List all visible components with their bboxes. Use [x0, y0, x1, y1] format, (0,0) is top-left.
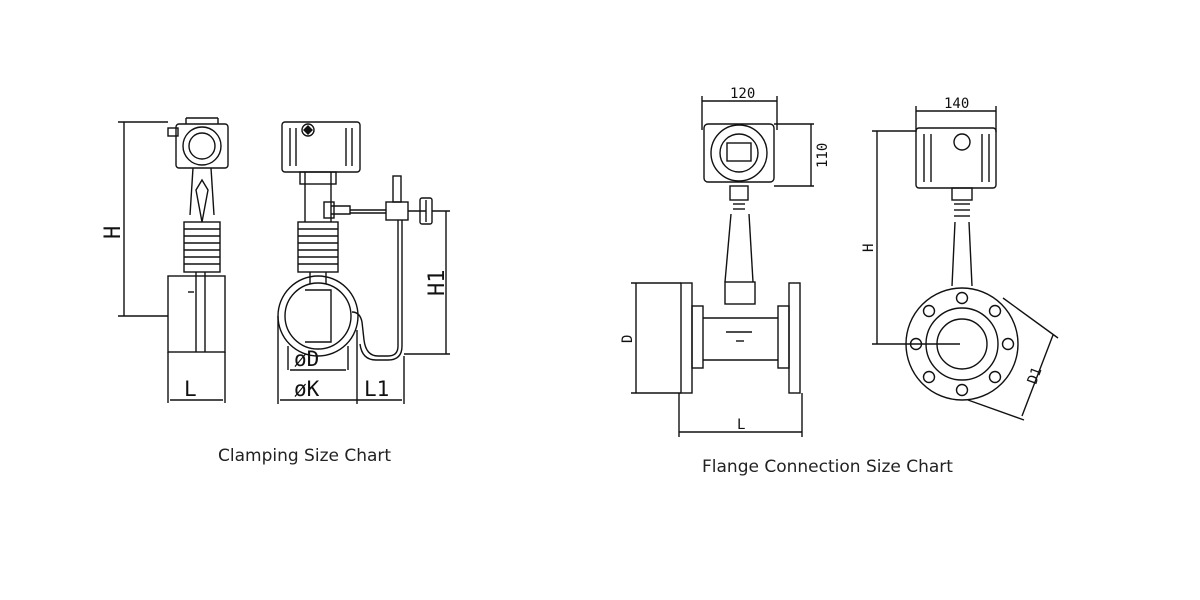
- flange-D1-label: D1: [1025, 365, 1046, 386]
- clamp-D-label: øD: [294, 347, 319, 371]
- clamp-H-label: H: [101, 226, 126, 239]
- clamping-front-view: [118, 117, 229, 403]
- flange-H-label: H: [861, 244, 877, 252]
- clamp-H1-label: H1: [425, 270, 450, 297]
- flange-connection-size-chart-caption: Flange Connection Size Chart: [702, 457, 953, 477]
- flange-front-view: [631, 96, 814, 437]
- clamping-size-chart-caption: Clamping Size Chart: [218, 446, 392, 466]
- flange-width-140-label: 140: [944, 96, 969, 112]
- clamp-L1-label: L1: [364, 377, 389, 401]
- flange-D-label: D: [620, 335, 636, 343]
- clamp-L-label: L: [184, 377, 197, 401]
- clamp-K-label: øK: [294, 377, 320, 401]
- flange-side-view: [872, 106, 1059, 421]
- flange-width-120-label: 120: [730, 86, 755, 102]
- flange-L-label: L: [737, 417, 745, 433]
- clamping-side-view: [277, 121, 450, 404]
- flange-height-110-label: 110: [815, 143, 831, 168]
